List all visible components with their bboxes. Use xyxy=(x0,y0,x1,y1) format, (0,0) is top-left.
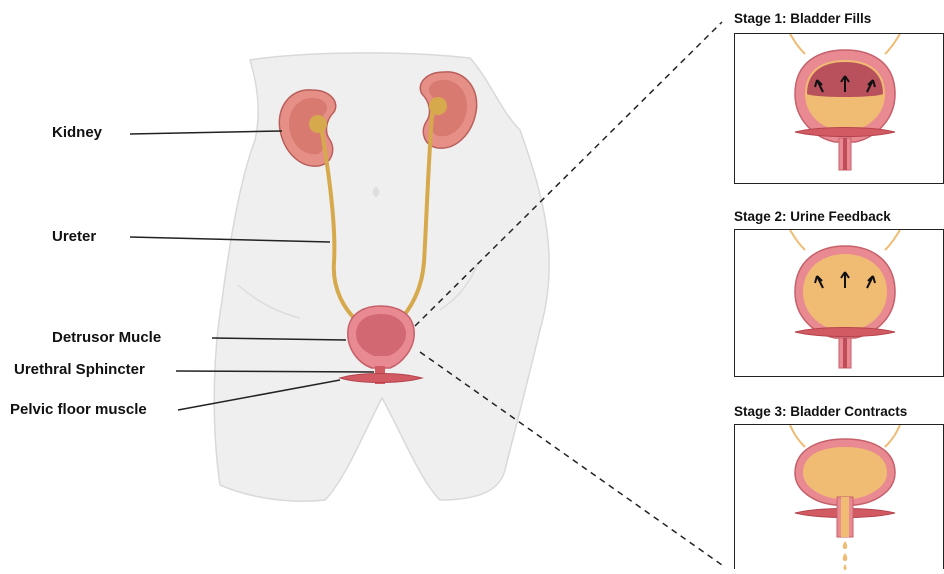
label-sphincter: Urethral Sphincter xyxy=(14,361,145,378)
stage-1-panel xyxy=(734,33,944,184)
stage-2-bladder xyxy=(735,230,944,378)
stage-2-title: Stage 2: Urine Feedback xyxy=(734,209,891,224)
label-kidney: Kidney xyxy=(52,124,102,141)
stage-3-bladder xyxy=(735,425,944,570)
label-pelvic-floor: Pelvic floor muscle xyxy=(10,401,147,418)
stage-3-panel xyxy=(734,424,944,569)
stage-1-bladder xyxy=(735,34,944,185)
torso-silhouette xyxy=(214,53,549,501)
stage-2-panel xyxy=(734,229,944,377)
stage-3-title: Stage 3: Bladder Contracts xyxy=(734,404,907,419)
stage-1-title: Stage 1: Bladder Fills xyxy=(734,11,871,26)
navel xyxy=(373,187,379,197)
leader-sphincter xyxy=(176,371,374,372)
label-ureter: Ureter xyxy=(52,228,96,245)
label-detrusor: Detrusor Mucle xyxy=(52,329,161,346)
